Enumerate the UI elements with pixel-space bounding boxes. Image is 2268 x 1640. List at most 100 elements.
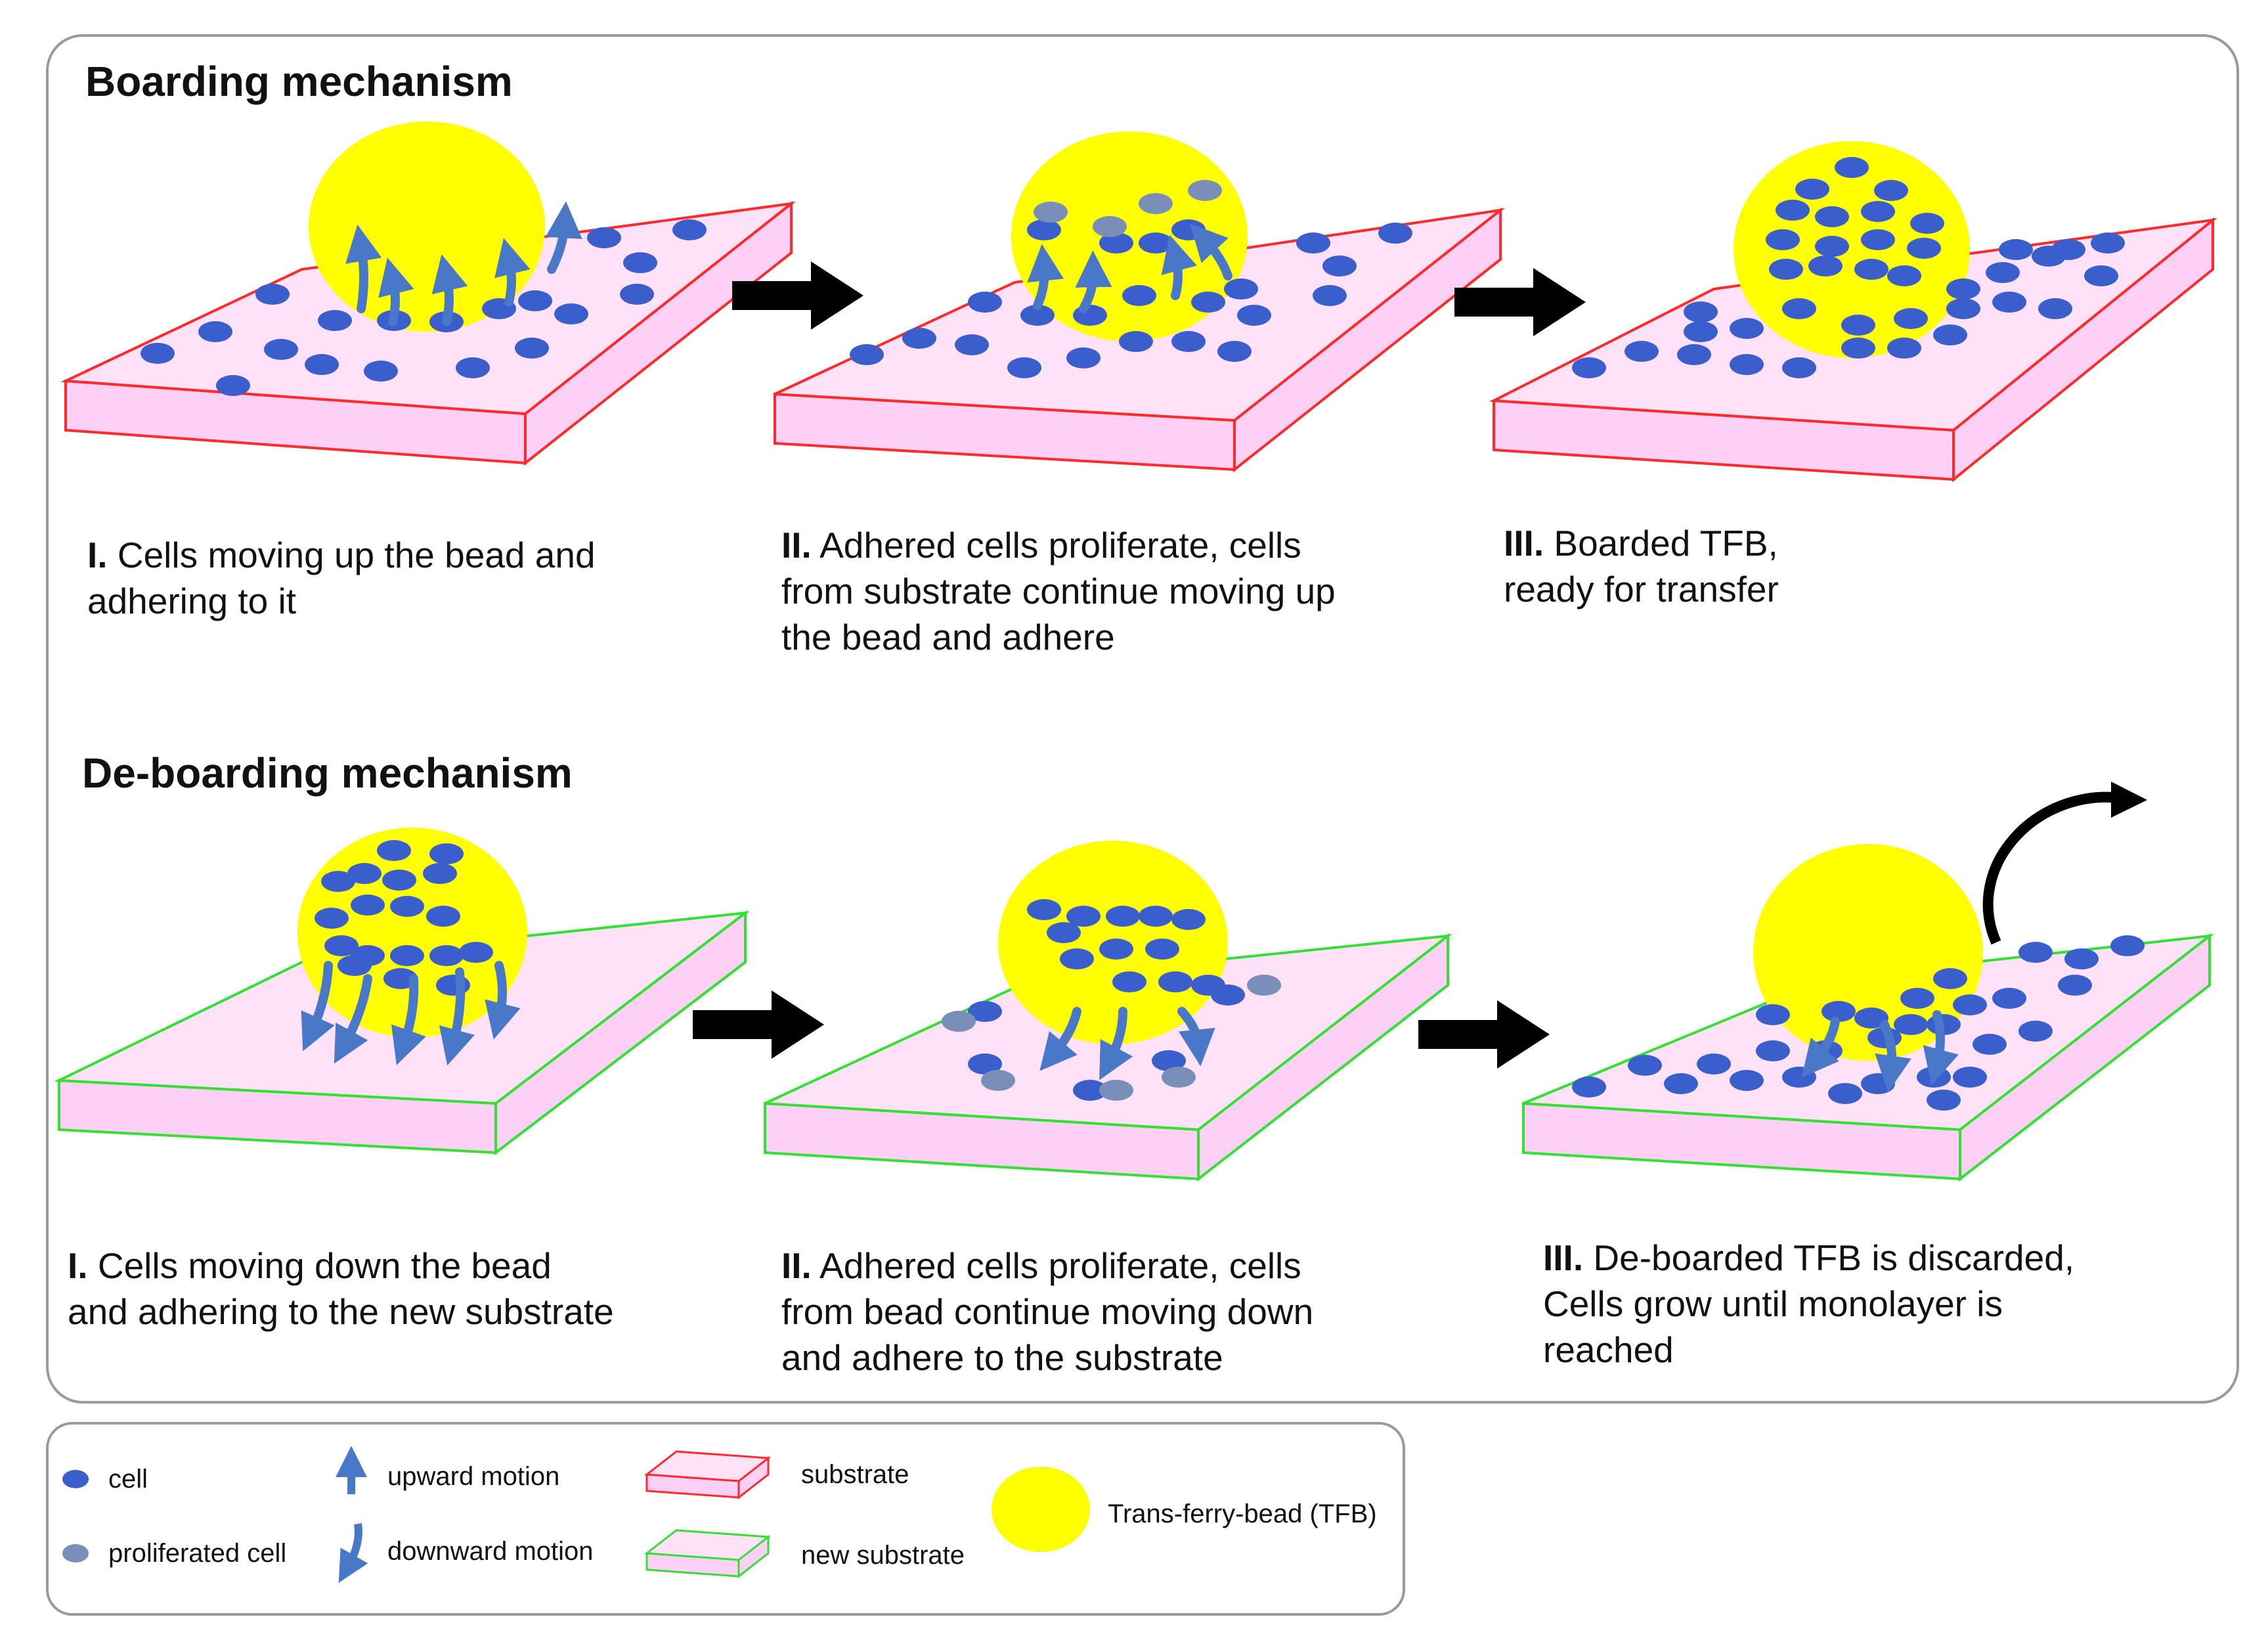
cell bbox=[1782, 357, 1816, 378]
proliferated-cell bbox=[1034, 202, 1068, 223]
cell bbox=[587, 227, 621, 248]
cell bbox=[1841, 338, 1875, 359]
cell bbox=[1027, 899, 1061, 920]
caption-line: ready for transfer bbox=[1504, 569, 1779, 609]
deboarding-step-3-caption: III. De-boarded TFB is discarded, Cells … bbox=[1543, 1235, 2200, 1373]
legend-proliferated-cell-label: proliferated cell bbox=[108, 1539, 287, 1568]
cell bbox=[518, 290, 552, 311]
cell bbox=[1572, 1076, 1606, 1097]
cell bbox=[390, 945, 424, 966]
deboarding-step-2-caption: II. Adhered cells proliferate, cells fro… bbox=[781, 1243, 1438, 1381]
step-number: II. bbox=[781, 525, 812, 565]
cell bbox=[2091, 233, 2125, 254]
cell bbox=[429, 843, 464, 864]
legend-panel bbox=[46, 1422, 1405, 1616]
caption-line: Cells grow until monolayer is bbox=[1543, 1283, 2003, 1324]
caption-line: Adhered cells proliferate, cells bbox=[811, 1245, 1301, 1286]
cell bbox=[1782, 1067, 1816, 1088]
cell bbox=[1730, 354, 1764, 375]
cell bbox=[1007, 357, 1041, 378]
caption-line: Adhered cells proliferate, cells bbox=[811, 525, 1301, 565]
cell bbox=[1841, 315, 1875, 336]
cell bbox=[382, 870, 416, 891]
cell bbox=[1887, 338, 1921, 359]
new-substrate-icon bbox=[643, 1529, 772, 1561]
cell bbox=[1099, 939, 1133, 960]
cell bbox=[1874, 180, 1908, 201]
cell bbox=[1313, 285, 1347, 306]
cell bbox=[1730, 318, 1764, 339]
cell bbox=[672, 219, 707, 240]
caption-line: from substrate continue moving up bbox=[781, 571, 1336, 611]
cell bbox=[2084, 265, 2118, 286]
proliferated-cell bbox=[1247, 975, 1281, 996]
cell bbox=[1106, 906, 1140, 927]
substrate-icon bbox=[643, 1450, 772, 1482]
cell bbox=[264, 339, 298, 360]
legend-new-substrate-label: new substrate bbox=[801, 1541, 965, 1570]
cell bbox=[554, 303, 588, 324]
motion-arrow bbox=[345, 224, 382, 313]
cell bbox=[1861, 201, 1895, 222]
cell bbox=[1946, 298, 1980, 319]
cell bbox=[338, 955, 372, 976]
cell bbox=[1099, 233, 1133, 254]
caption-line: and adhere to the substrate bbox=[781, 1337, 1223, 1378]
motion-arrow bbox=[439, 967, 475, 1066]
process-arrow-icon bbox=[1454, 268, 1586, 336]
cell bbox=[1986, 262, 2020, 283]
cell bbox=[1684, 321, 1718, 342]
proliferated-cell bbox=[1139, 193, 1173, 214]
cell bbox=[1756, 1040, 1790, 1061]
cell bbox=[1020, 305, 1055, 326]
cell bbox=[2110, 935, 2145, 956]
motion-arrow bbox=[1875, 1020, 1911, 1093]
cell bbox=[968, 292, 1002, 313]
cell bbox=[1854, 1008, 1888, 1029]
cell-icon bbox=[62, 1470, 89, 1488]
proliferated-cell bbox=[1188, 180, 1222, 201]
motion-arrow bbox=[431, 254, 468, 326]
step-number: I. bbox=[68, 1245, 88, 1286]
cell bbox=[620, 284, 654, 305]
cell bbox=[968, 1053, 1002, 1075]
discard-arrow-icon bbox=[1982, 791, 2122, 945]
cell bbox=[459, 942, 493, 963]
cell bbox=[426, 906, 460, 927]
legend-tfb-label: Trans-ferry-bead (TFB) bbox=[1108, 1499, 1377, 1528]
cell bbox=[850, 344, 884, 365]
proliferated-cell bbox=[1162, 1067, 1196, 1088]
cell bbox=[1211, 985, 1245, 1006]
cell bbox=[2058, 975, 2092, 996]
cell bbox=[1171, 331, 1206, 352]
cell bbox=[1730, 1070, 1764, 1091]
motion-arrow bbox=[1190, 223, 1232, 280]
cell bbox=[1217, 341, 1252, 362]
cell bbox=[1158, 971, 1192, 992]
cell bbox=[955, 334, 989, 355]
cell bbox=[1946, 278, 1980, 299]
cell bbox=[515, 338, 549, 359]
cell bbox=[1697, 1053, 1731, 1075]
cell bbox=[1684, 301, 1718, 322]
cell bbox=[1992, 988, 2026, 1009]
cell bbox=[1191, 292, 1225, 313]
legend-downward-motion-label: downward motion bbox=[387, 1537, 594, 1566]
caption-line: adhering to it bbox=[87, 581, 296, 621]
cell bbox=[1815, 236, 1849, 257]
cell bbox=[390, 896, 424, 917]
caption-line: Cells moving up the bead and bbox=[107, 535, 596, 575]
cell bbox=[1766, 229, 1800, 250]
step-number: III. bbox=[1504, 523, 1544, 564]
cell bbox=[1907, 238, 1941, 259]
cell bbox=[1322, 255, 1357, 277]
motion-arrow bbox=[1099, 1007, 1133, 1080]
proliferated-cell-icon bbox=[62, 1544, 89, 1562]
cell bbox=[1769, 259, 1803, 280]
motion-arrow bbox=[1027, 244, 1064, 310]
caption-line: reached bbox=[1543, 1329, 1674, 1370]
cell bbox=[255, 284, 290, 305]
cell bbox=[1237, 305, 1271, 326]
motion-arrow bbox=[485, 961, 521, 1040]
caption-line: Boarded TFB, bbox=[1544, 523, 1778, 564]
